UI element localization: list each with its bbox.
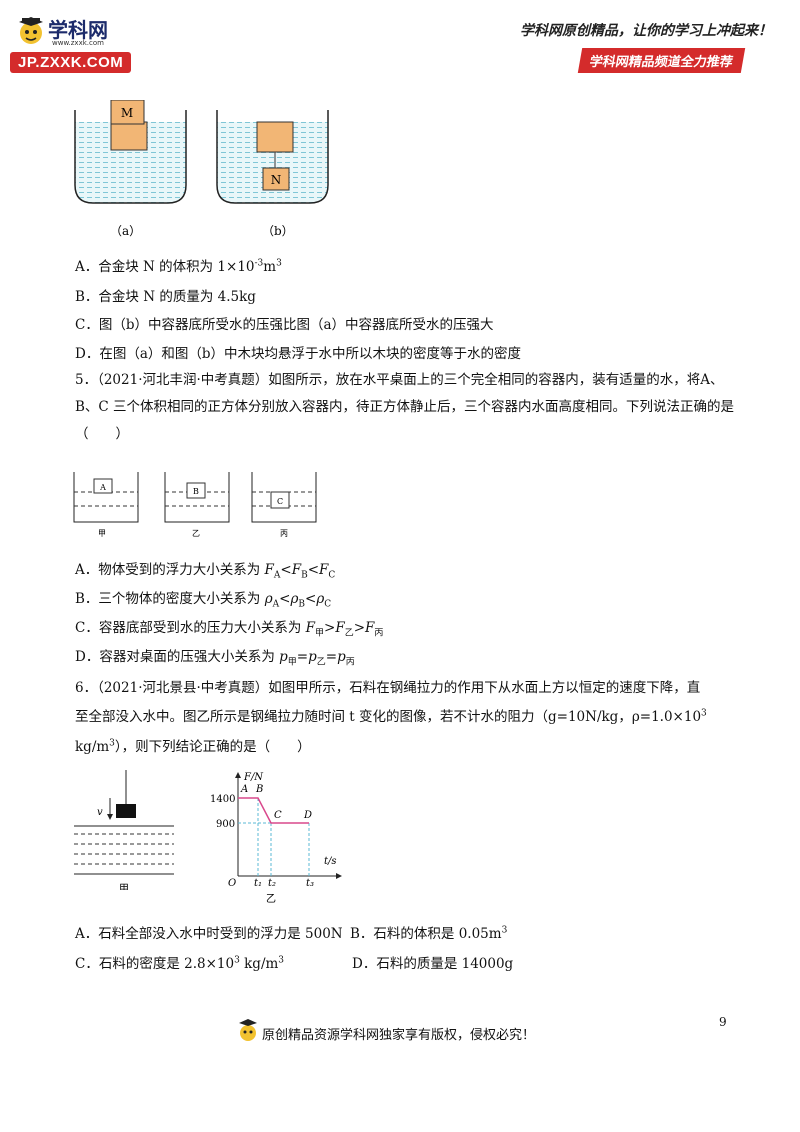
logo-site: www.zxxk.com xyxy=(52,39,104,47)
block-n xyxy=(262,167,290,191)
q4-option-a: A．合金块 N 的体积为 1×10-3m3 xyxy=(75,258,282,276)
origin-label: O xyxy=(228,878,236,889)
y-tick-1400: 1400 xyxy=(210,794,235,805)
point-a: A xyxy=(240,784,248,795)
q4-figure: M N （a） （b） xyxy=(74,100,329,238)
q6-option-d: D．石料的质量是 14000g xyxy=(352,956,514,972)
q4-option-b: B．合金块 N 的质量为 4.5kg xyxy=(75,289,256,305)
container-b: N xyxy=(216,110,329,204)
block-b-label: B xyxy=(193,487,199,496)
y-tick-900: 900 xyxy=(216,819,235,830)
q6-option-c: C．石料的密度是 2.8×103 kg/m3 xyxy=(75,955,285,973)
point-c: C xyxy=(274,810,282,821)
q6-graph-yi: F/N t/s O 1400 900 A B C D t₁ t₂ t₃ 乙 xyxy=(210,772,342,905)
footer-copyright: 原创精品资源学科网独家享有版权，侵权必究！ xyxy=(262,1028,536,1043)
q6-figure-jia: v 甲 xyxy=(74,770,174,890)
q6-stem-line2: 至全部没入水中。图乙所示是钢绳拉力随时间 t 变化的图像，若不计水的阻力（g=1… xyxy=(75,708,707,726)
x-tick-t3: t₃ xyxy=(306,878,314,889)
x-tick-t2: t₂ xyxy=(268,878,276,889)
container-bing: C xyxy=(251,472,317,523)
stone-block xyxy=(116,804,136,818)
fig-label-bing: 丙 xyxy=(280,529,288,538)
x-tick-t1: t₁ xyxy=(254,878,262,889)
q6-stem-line3: kg/m3），则下列结论正确的是（ ） xyxy=(75,738,311,756)
block-n-label: N xyxy=(271,173,282,187)
q6-option-a: A．石料全部没入水中时受到的浮力是 500N xyxy=(75,926,343,942)
q4-option-d: D．在图（a）和图（b）中木块均悬浮于水中所以木块的密度等于水的密度 xyxy=(75,346,522,362)
x-axis-label: t/s xyxy=(324,856,337,867)
q6-option-b: B．石料的体积是 0.05m3 xyxy=(350,925,508,943)
logo-name: 学科网 xyxy=(48,18,108,42)
block-a-label: A xyxy=(99,483,106,492)
container-a: M xyxy=(74,100,187,204)
q5-option-c: C．容器底部受到水的压力大小关系为 F甲>F乙>F丙 xyxy=(75,620,384,639)
q5-option-d: D．容器对桌面的压强大小关系为 p甲=p乙=p丙 xyxy=(75,649,355,668)
force-curve xyxy=(238,797,309,824)
wood-block-b xyxy=(256,121,294,153)
logo-mascot-icon xyxy=(14,14,48,48)
velocity-label: v xyxy=(97,807,103,818)
block-c-label: C xyxy=(277,497,283,506)
label-a: （a） xyxy=(110,224,141,238)
q5-stem: 5．（2021·河北丰润·中考真题）如图所示，放在水平桌面上的三个完全相同的容器… xyxy=(75,372,735,442)
q5-option-b: B．三个物体的密度大小关系为 ρA<ρB<ρC xyxy=(75,591,332,610)
fig-yi-label: 乙 xyxy=(266,893,276,905)
label-b: （b） xyxy=(262,224,294,238)
container-jia: A xyxy=(73,472,139,523)
wood-block-a xyxy=(110,121,148,151)
page-number: 9 xyxy=(719,1015,727,1029)
logo-url[interactable]: JP.ZXXK.COM xyxy=(10,52,132,73)
point-d: D xyxy=(303,810,312,821)
q4-option-c: C．图（b）中容器底所受水的压强比图（a）中容器底所受水的压强大 xyxy=(75,317,494,333)
q5-figure: A B C 甲 乙 丙 xyxy=(73,472,317,538)
block-m-label: M xyxy=(121,106,133,120)
fig-label-jia: 甲 xyxy=(98,529,106,538)
point-b: B xyxy=(255,784,263,795)
header-banner: 学科网精品频道全力推荐 xyxy=(577,48,746,73)
fig-label-yi: 乙 xyxy=(192,529,200,538)
block-m xyxy=(110,100,145,125)
footer-mascot-icon xyxy=(237,1018,259,1044)
fig-jia-label: 甲 xyxy=(119,884,129,890)
header-slogan: 学科网原创精品，让你的学习上冲起来！ xyxy=(520,23,772,39)
container-yi: B xyxy=(164,472,230,523)
q5-option-a: A．物体受到的浮力大小关系为 FA<FB<FC xyxy=(75,562,336,581)
q6-stem-line1: 6．（2021·河北景县·中考真题）如图甲所示，石料在钢绳拉力的作用下从水面上方… xyxy=(75,680,701,696)
y-axis-label: F/N xyxy=(243,772,264,783)
